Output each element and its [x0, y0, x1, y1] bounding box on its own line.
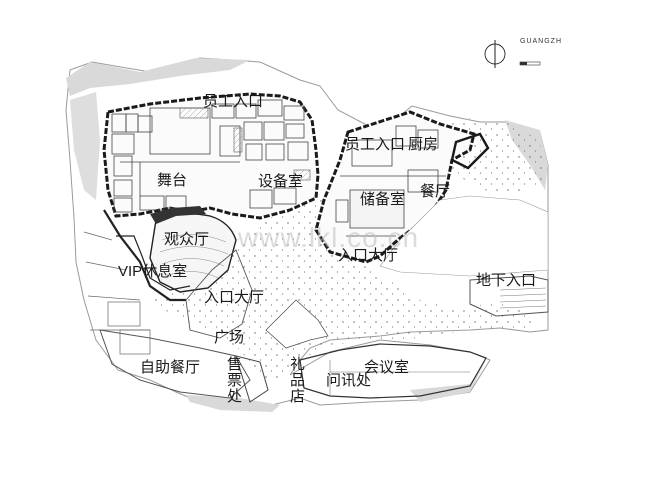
label-entrance-hall-east: 入口大厅: [338, 246, 399, 264]
landscape-strip-west: [70, 92, 100, 200]
label-vip-lounge-suffix: 休息室: [142, 262, 188, 280]
west-entrance-hall-outline: [185, 249, 253, 339]
auditorium-balcony-dark: [150, 206, 206, 224]
label-restaurant: 餐厅: [420, 182, 451, 200]
theater-building-outline: [102, 92, 320, 220]
landscape-strip-south: [186, 395, 280, 412]
label-staff-entrance-west: 员工入口: [203, 92, 264, 110]
label-entrance-hall-west: 入口大厅: [204, 288, 265, 306]
central-island: [265, 299, 329, 349]
plaza-paving: [150, 190, 540, 382]
label-stage: 舞台: [157, 171, 188, 189]
ticket-block-outline: [235, 355, 269, 403]
label-information-desk: 问讯处: [326, 371, 372, 389]
landscape-strip-southeast: [410, 360, 486, 402]
label-staff-entrance-east: 员工入口: [345, 135, 406, 153]
label-ticket-office: 售票处: [225, 356, 243, 404]
east-lawn: [379, 195, 549, 277]
label-kitchen: 厨房: [408, 135, 439, 153]
vip-room-wall: [116, 235, 191, 291]
label-vip-lounge: VIP休息室: [118, 262, 188, 280]
label-equipment-room: 设备室: [258, 172, 304, 190]
west-wing-walls: [103, 209, 186, 302]
label-plaza: 广场: [214, 328, 245, 346]
landscape-strip-north: [66, 58, 250, 96]
theater-stairs: [179, 107, 311, 181]
north-arrow-icon: [484, 40, 506, 68]
compass-label: GUANGZH: [520, 38, 562, 45]
scale-bar-icon: [519, 61, 541, 66]
auditorium-seat-rows: [159, 234, 229, 279]
underground-entrance-ramp: [469, 275, 549, 317]
label-gift-shop: 礼品店: [288, 356, 306, 404]
east-building-interior: [335, 125, 446, 237]
watermark-text: www.lkl.co.cn: [238, 222, 420, 253]
label-storage-room: 储备室: [360, 190, 406, 208]
meeting-room-interior: [329, 360, 470, 396]
label-vip-lounge-prefix: VIP: [118, 263, 143, 280]
east-building-detached: [450, 132, 490, 170]
buffet-block-outline: [99, 329, 251, 399]
west-corridor-details: [83, 231, 151, 355]
label-meeting-room: 会议室: [364, 358, 410, 376]
ramp-stairs: [499, 287, 547, 309]
label-underground-entrance: 地下入口: [476, 271, 537, 289]
meeting-room-block-outline: [299, 343, 487, 399]
label-buffet-restaurant: 自助餐厅: [140, 358, 201, 376]
label-auditorium: 观众厅: [164, 230, 210, 248]
